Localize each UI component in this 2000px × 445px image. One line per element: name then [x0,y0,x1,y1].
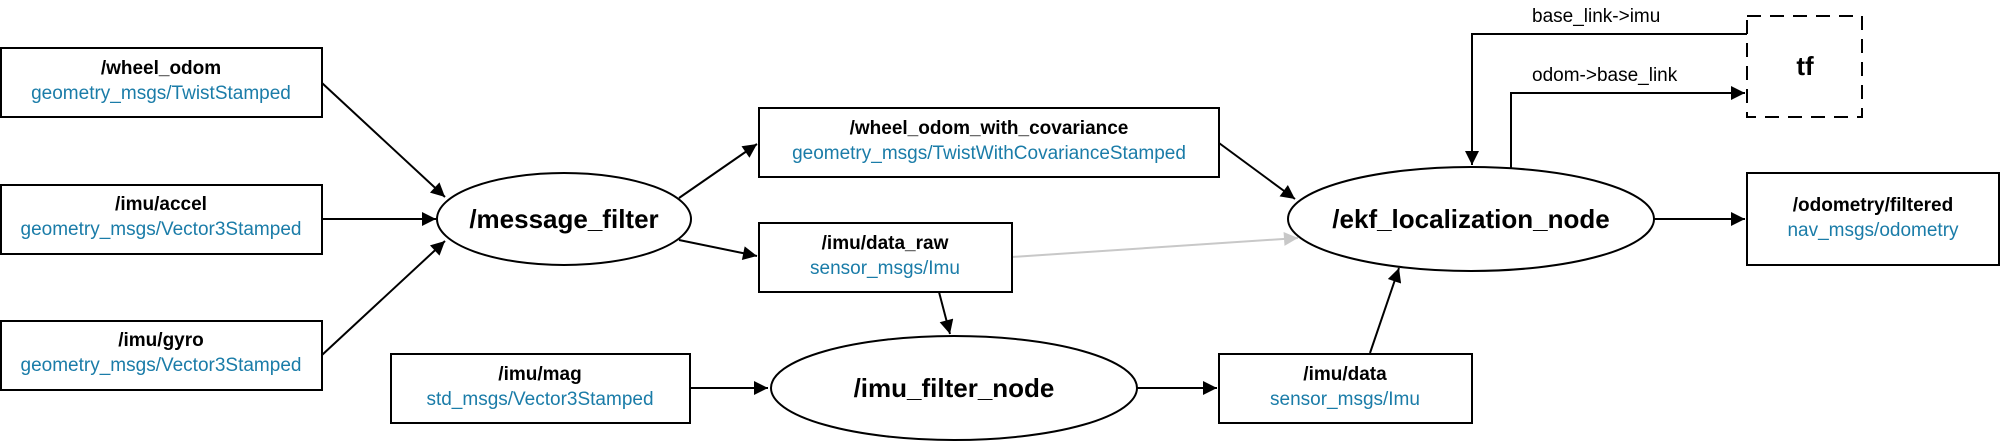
topic-wheel-odom[interactable]: /wheel_odom geometry_msgs/TwistStamped [0,47,323,118]
edge-imu-data-to-ekf [1369,267,1402,354]
topic-imu-data-raw[interactable]: /imu/data_raw sensor_msgs/Imu [758,222,1013,293]
edge-label-odom-base-link: odom->base_link [1532,65,1678,86]
topic-imu-gyro[interactable]: /imu/gyro geometry_msgs/Vector3Stamped [0,320,323,391]
topic-type: std_msgs/Vector3Stamped [426,389,653,410]
topic-name: /imu/data_raw [822,233,949,254]
topic-type: geometry_msgs/Vector3Stamped [21,219,302,240]
topic-type: sensor_msgs/Imu [810,258,960,279]
node-ekf-localization-node[interactable]: /ekf_localization_node [1287,166,1655,272]
topic-imu-data[interactable]: /imu/data sensor_msgs/Imu [1218,353,1473,424]
topic-name: /imu/data [1303,364,1387,385]
tf-label: tf [1796,51,1814,81]
edge-tf-to-ekf-base-link-imu [1465,33,1747,165]
edge-label-base-link-imu: base_link->imu [1532,6,1660,27]
topic-name: /wheel_odom [101,58,221,79]
tf-box[interactable]: tf [1746,15,1863,118]
topic-type: geometry_msgs/Vector3Stamped [21,355,302,376]
edge-wheel-odom-to-message-filter [321,82,446,198]
edge-message-filter-to-wheel-odom-cov [678,143,758,199]
node-name: /ekf_localization_node [1332,204,1609,234]
topic-imu-accel[interactable]: /imu/accel geometry_msgs/Vector3Stamped [0,184,323,255]
topic-odometry-filtered[interactable]: /odometry/filtered nav_msgs/odometry [1746,172,2000,266]
edges [321,33,1747,395]
topic-type: geometry_msgs/TwistStamped [31,83,291,104]
edge-ekf-to-tf-odom-base-link [1510,86,1745,168]
topic-type: nav_msgs/odometry [1787,220,1959,241]
topic-type: geometry_msgs/TwistWithCovarianceStamped [792,143,1186,164]
node-imu-filter-node[interactable]: /imu_filter_node [770,335,1138,441]
node-name: /imu_filter_node [854,373,1055,403]
topic-imu-mag[interactable]: /imu/mag std_msgs/Vector3Stamped [390,353,691,424]
topic-name: /wheel_odom_with_covariance [850,118,1129,139]
topic-wheel-odom-with-covariance[interactable]: /wheel_odom_with_covariance geometry_msg… [758,107,1220,178]
topic-name: /odometry/filtered [1793,195,1953,216]
edge-imu-gyro-to-message-filter [321,240,446,356]
node-message-filter[interactable]: /message_filter [436,172,692,266]
topic-name: /imu/gyro [118,330,204,351]
node-name: /message_filter [469,204,658,234]
edge-message-filter-to-imu-data-raw [678,239,758,261]
topic-name: /imu/mag [498,364,581,385]
edge-imu-data-raw-to-imu-filter-node [938,291,954,335]
edge-imu-data-raw-to-ekf-faded [1011,231,1299,258]
topic-name: /imu/accel [115,194,207,215]
edge-wheel-odom-cov-to-ekf [1218,142,1296,200]
topic-type: sensor_msgs/Imu [1270,389,1420,410]
